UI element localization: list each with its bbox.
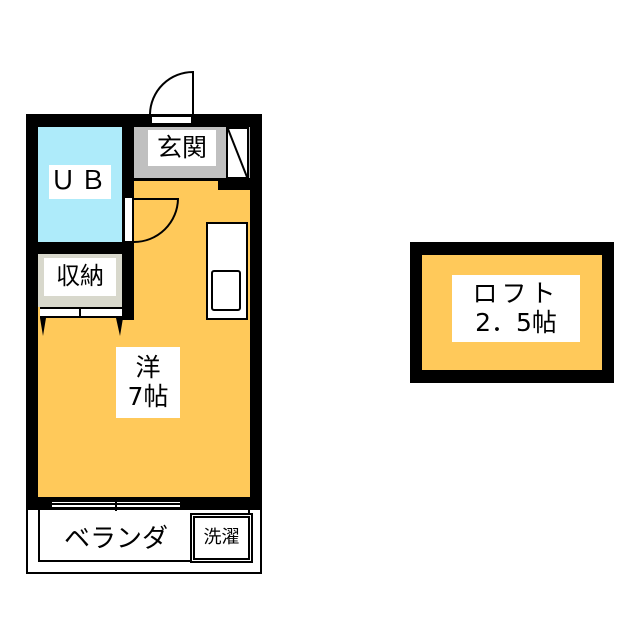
- western-room-name: 洋: [135, 352, 161, 382]
- laundry-label: 洗濯: [193, 516, 250, 560]
- western-room-size: 7帖: [127, 381, 169, 411]
- balcony-label-text: ベランダ: [63, 523, 168, 554]
- unit-bath-label: ＵＢ: [49, 165, 111, 199]
- wall-ub-storage: [26, 242, 134, 254]
- entry-door-opening[interactable]: [150, 115, 193, 125]
- balcony-label: ベランダ: [48, 516, 184, 556]
- shoe-cabinet-diagonal: [227, 128, 248, 178]
- closet-pointer-right-icon: [116, 318, 123, 336]
- loft-label: ロフト 2．5帖: [452, 275, 580, 342]
- closet-pointer-left-icon: [40, 318, 46, 336]
- entrance-label: 玄関: [148, 130, 216, 166]
- laundry-label-text: 洗濯: [203, 526, 240, 548]
- outer-wall-top: [26, 114, 262, 127]
- entrance-step-line: [134, 178, 224, 181]
- entrance-label-text: 玄関: [156, 132, 207, 162]
- loft-size: 2．5帖: [475, 307, 557, 337]
- storage-label: 収納: [44, 258, 116, 296]
- bath-door-swing-icon: [133, 198, 180, 243]
- entry-door-swing-icon: [149, 70, 194, 115]
- wall-storage-right: [122, 254, 134, 320]
- western-room-label: 洋 7帖: [116, 347, 180, 418]
- storage-label-text: 収納: [56, 262, 104, 291]
- kitchen-back-line: [246, 222, 248, 320]
- kitchen-sink: [211, 270, 241, 311]
- outer-wall-right: [250, 114, 262, 510]
- closet-door-divider: [79, 307, 81, 318]
- unit-bath-label-text: ＵＢ: [49, 166, 110, 197]
- room-western-main: [134, 181, 218, 254]
- loft-name: ロフト: [472, 278, 560, 308]
- bath-door-opening[interactable]: [125, 198, 132, 241]
- entrance-step-block: [218, 178, 250, 190]
- closet-doors[interactable]: [40, 307, 122, 318]
- outer-wall-left: [26, 114, 38, 510]
